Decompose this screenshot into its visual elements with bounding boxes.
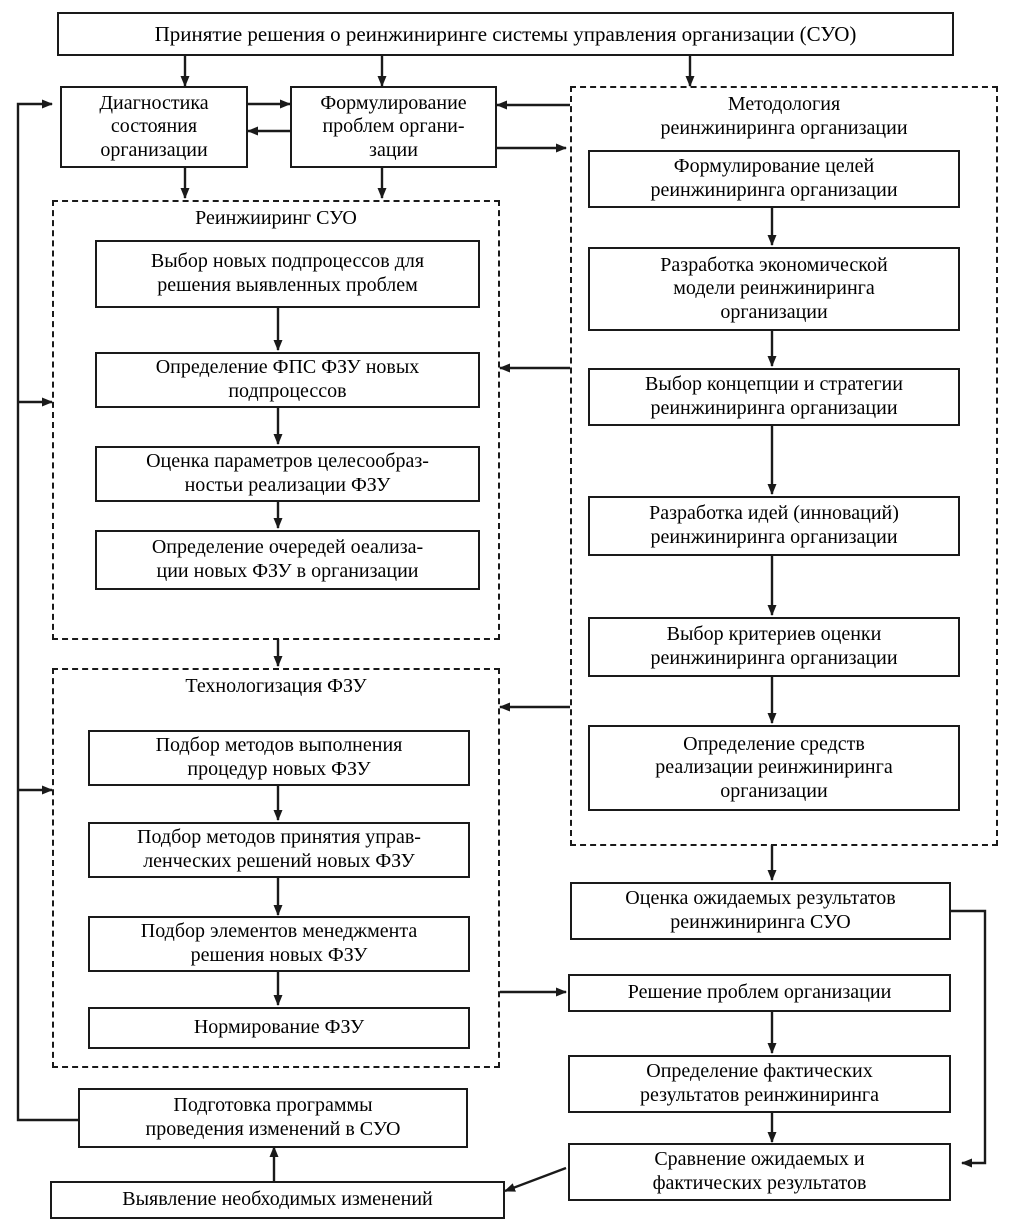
box-select-criteria-label: Выбор критериев оценки реинжиниринга орг… — [650, 623, 898, 669]
box-normalization: Нормирование ФЗУ — [88, 1007, 470, 1049]
box-formulate-goals: Формулирование целей реинжиниринга орган… — [588, 150, 960, 208]
box-define-actual-results: Определение фактических результатов реин… — [568, 1055, 951, 1113]
box-select-decision-methods: Подбор методов принятия управ- ленческих… — [88, 822, 470, 878]
box-compare-results-label: Сравнение ожидаемых и фактических резуль… — [652, 1148, 867, 1194]
box-assess-expected-results: Оценка ожидаемых результатов реинжинирин… — [570, 882, 951, 940]
box-select-execution-methods: Подбор методов выполнения процедур новых… — [88, 730, 470, 786]
box-select-subprocesses-label: Выбор новых подпроцессов для решения выя… — [150, 250, 425, 296]
box-select-concept-strategy: Выбор концепции и стратегии реинжиниринг… — [588, 368, 960, 426]
box-solve-problems-label: Решение проблем организации — [627, 981, 892, 1004]
box-formulate-goals-label: Формулирование целей реинжиниринга орган… — [650, 155, 898, 201]
box-solve-problems: Решение проблем организации — [568, 974, 951, 1012]
box-select-criteria: Выбор критериев оценки реинжиниринга орг… — [588, 617, 960, 677]
group-methodology-title: Методология реинжиниринга организации — [660, 93, 908, 139]
title-box-label: Принятие решения о реинжиниринге системы… — [154, 21, 857, 46]
box-identify-changes-label: Выявление необходимых изменений — [122, 1188, 433, 1211]
box-define-actual-results-label: Определение фактических результатов реин… — [639, 1060, 880, 1106]
box-define-queues-label: Определение очередей оеализа- ции новых … — [151, 536, 424, 582]
group-reengineering-suo-title: Реинжииринг СУО — [195, 207, 357, 229]
box-problem-formulation-label: Формулирование проблем органи- зации — [320, 91, 467, 161]
box-diagnostics: Диагностика состояния организации — [60, 86, 248, 168]
box-define-queues: Определение очередей оеализа- ции новых … — [95, 530, 480, 590]
box-define-fps-fzu: Определение ФПС ФЗУ новых подпроцессов — [95, 352, 480, 408]
box-diagnostics-label: Диагностика состояния организации — [99, 91, 209, 161]
title-box: Принятие решения о реинжиниринге системы… — [57, 12, 954, 56]
box-identify-changes: Выявление необходимых изменений — [50, 1181, 505, 1219]
box-select-decision-methods-label: Подбор методов принятия управ- ленческих… — [137, 826, 421, 872]
box-assess-parameters-label: Оценка параметров целесообраз- ностьи ре… — [146, 450, 429, 496]
box-select-execution-methods-label: Подбор методов выполнения процедур новых… — [155, 734, 403, 780]
box-normalization-label: Нормирование ФЗУ — [193, 1016, 365, 1039]
box-prepare-program-label: Подготовка программы проведения изменени… — [145, 1094, 401, 1140]
box-develop-ideas: Разработка идей (инноваций) реинжиниринг… — [588, 496, 960, 556]
box-assess-parameters: Оценка параметров целесообраз- ностьи ре… — [95, 446, 480, 502]
box-define-means: Определение средств реализации реинжинир… — [588, 725, 960, 811]
box-select-management-elements-label: Подбор элементов менеджмента решения нов… — [140, 920, 418, 966]
box-select-management-elements: Подбор элементов менеджмента решения нов… — [88, 916, 470, 972]
box-prepare-program: Подготовка программы проведения изменени… — [78, 1088, 468, 1148]
box-define-means-label: Определение средств реализации реинжинир… — [655, 732, 893, 802]
box-select-concept-strategy-label: Выбор концепции и стратегии реинжиниринг… — [645, 373, 903, 419]
group-technologization-fzu-title: Технологизация ФЗУ — [185, 675, 367, 697]
box-assess-expected-results-label: Оценка ожидаемых результатов реинжинирин… — [625, 887, 896, 933]
box-select-subprocesses: Выбор новых подпроцессов для решения выя… — [95, 240, 480, 308]
box-develop-economic-model-label: Разработка экономической модели реинжини… — [660, 253, 888, 323]
box-problem-formulation: Формулирование проблем органи- зации — [290, 86, 497, 168]
box-develop-ideas-label: Разработка идей (инноваций) реинжиниринг… — [649, 502, 899, 548]
box-compare-results: Сравнение ожидаемых и фактических резуль… — [568, 1143, 951, 1201]
box-define-fps-fzu-label: Определение ФПС ФЗУ новых подпроцессов — [155, 356, 420, 402]
group-methodology — [570, 86, 998, 846]
box-develop-economic-model: Разработка экономической модели реинжини… — [588, 247, 960, 331]
